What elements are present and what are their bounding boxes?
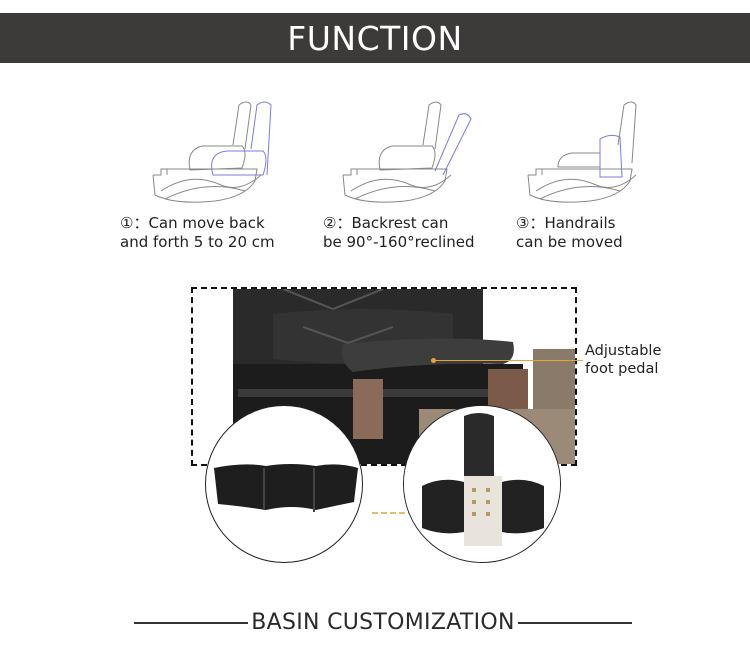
callout-line: foot pedal	[585, 361, 659, 377]
pedal-mechanism-illustration	[404, 406, 560, 562]
caption-line: be 90°-160°reclined	[323, 233, 475, 251]
pedal-cushion-illustration	[214, 464, 358, 512]
basin-customization-heading: BASIN CUSTOMIZATION	[134, 610, 633, 635]
function-caption-3: ③：Handrails can be moved	[516, 214, 623, 252]
caption-line: ①：Can move back	[120, 214, 265, 232]
function-caption-2: ②：Backrest can be 90°-160°reclined	[323, 214, 475, 252]
function-banner: FUNCTION	[0, 13, 750, 63]
caption-line: can be moved	[516, 233, 623, 251]
caption-line: ②：Backrest can	[323, 214, 449, 232]
caption-line: ③：Handrails	[516, 214, 616, 232]
chair-slide-diagram-icon	[152, 101, 272, 203]
callout-dot	[431, 358, 436, 363]
pedal-mechanism-detail	[403, 405, 561, 563]
caption-line: and forth 5 to 20 cm	[120, 233, 275, 251]
callout-line: Adjustable	[585, 343, 662, 359]
foot-pedal-callout: Adjustable foot pedal	[585, 342, 661, 378]
pedal-cushion-detail	[205, 405, 363, 563]
banner-title: FUNCTION	[287, 18, 463, 58]
divider-left	[134, 621, 249, 624]
function-caption-1: ①：Can move back and forth 5 to 20 cm	[120, 214, 275, 252]
chair-recline-diagram-icon	[342, 101, 472, 203]
chair-handrail-diagram-icon	[527, 101, 637, 203]
section-title: BASIN CUSTOMIZATION	[251, 610, 515, 635]
divider-right	[517, 621, 633, 624]
callout-leader-line	[433, 360, 583, 361]
